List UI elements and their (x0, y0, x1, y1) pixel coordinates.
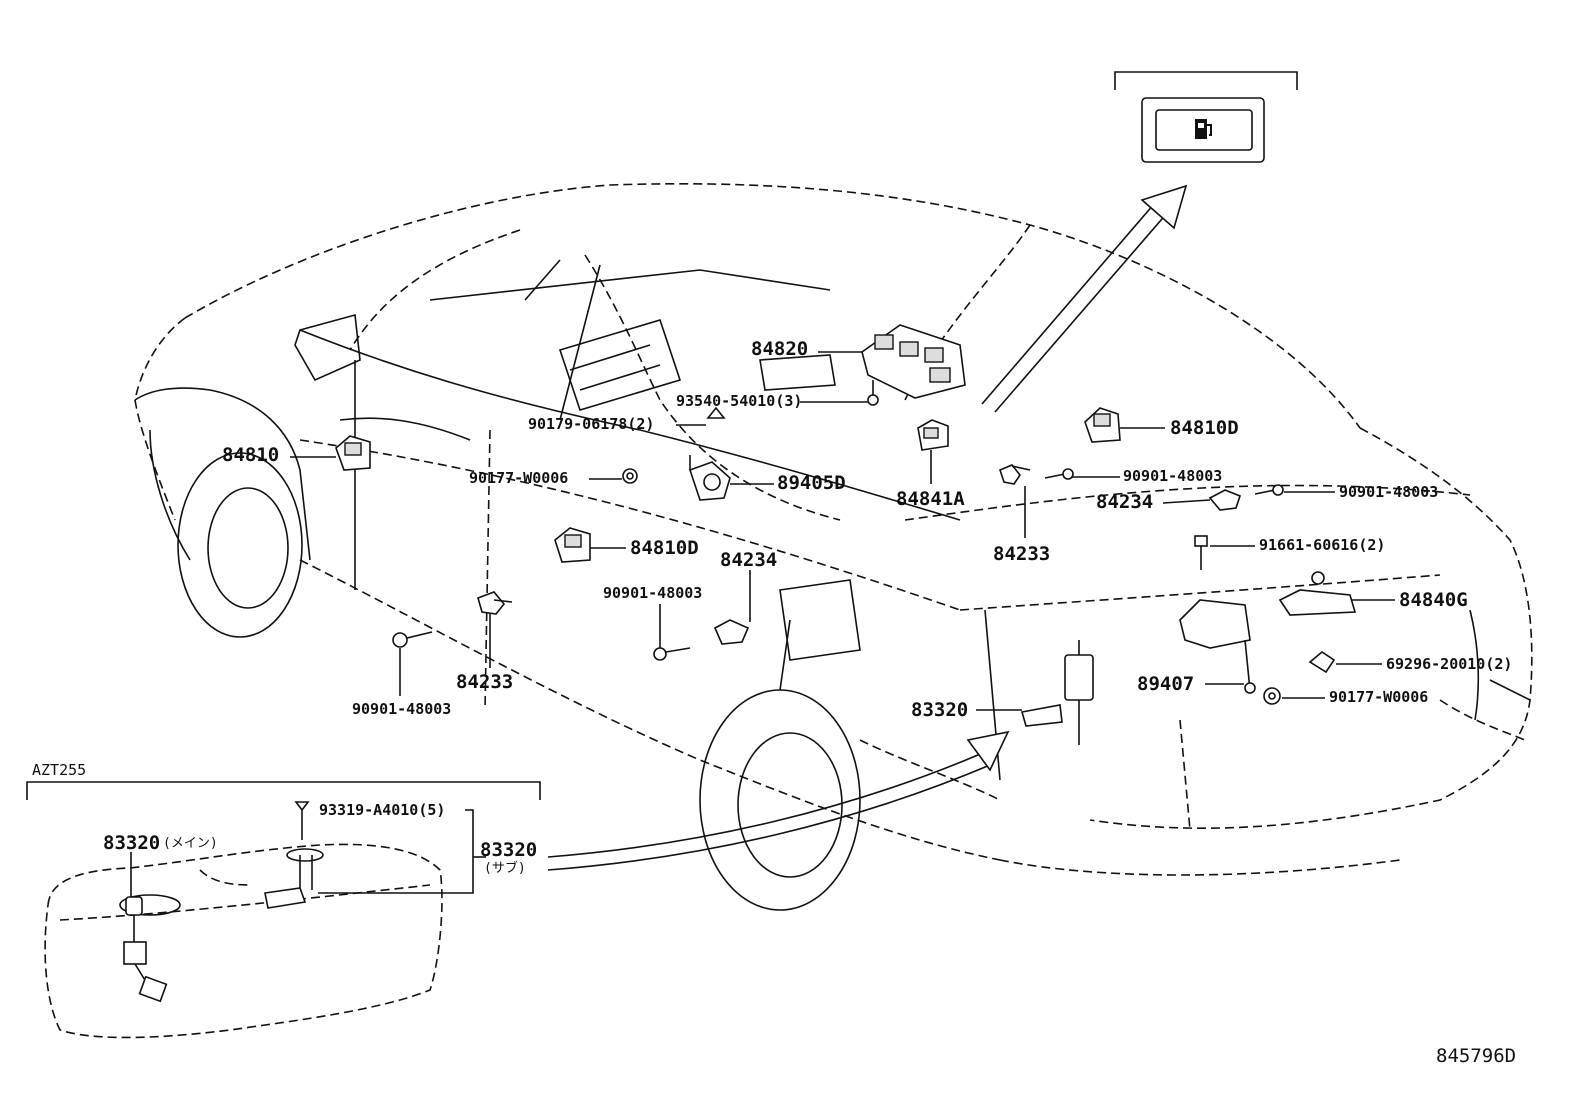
screw-90901-right-a (1044, 468, 1074, 480)
screw-90901-left-bottom (392, 631, 433, 648)
clip-90179 (706, 406, 726, 419)
door-switch-84234-right (1208, 489, 1241, 511)
nut-90177-left (622, 468, 638, 484)
fuel-sender-83320 (1020, 640, 1094, 745)
callout-84234-right[interactable]: 84234 (1096, 491, 1154, 513)
door-switch-84234-left (713, 619, 750, 645)
callout-93540-54010[interactable]: 93540-54010(3) (676, 392, 803, 410)
callout-84234-left[interactable]: 84234 (720, 549, 778, 571)
window-switch-84810 (335, 435, 371, 471)
callout-83320-main-note: (メイン) (163, 836, 218, 851)
callout-84810d-left[interactable]: 84810D (630, 537, 699, 559)
fuel-tank (44, 843, 443, 1039)
callout-90901-48003-left-bottom[interactable]: 90901-48003 (352, 700, 452, 718)
callout-83320-body[interactable]: 83320 (911, 699, 969, 721)
callout-90901-48003-mid[interactable]: 90901-48003 (1123, 467, 1223, 485)
fuel-pump-icon (1195, 119, 1212, 139)
variant-label: AZT255 (32, 761, 87, 779)
screw-90901-left-mid (653, 647, 691, 661)
callout-90901-48003-right[interactable]: 90901-48003 (1339, 483, 1439, 501)
arrow-to-inset (981, 184, 1188, 413)
inset-leader-lines (130, 809, 486, 897)
fuel-sender-sub (264, 848, 324, 909)
callout-89405d[interactable]: 89405D (777, 472, 846, 494)
window-switch-84810D-left (554, 527, 591, 563)
bolt-91661 (1194, 535, 1208, 570)
fuel-sender-main (123, 896, 168, 1003)
car-body (134, 183, 1533, 876)
callout-84233-right[interactable]: 84233 (993, 543, 1051, 565)
callout-83320-main[interactable]: 83320 (103, 832, 161, 854)
arrow-to-car (547, 730, 1010, 871)
screw-90901-right-b (1254, 484, 1284, 496)
nut-90177-right (1263, 687, 1281, 705)
callout-84841a[interactable]: 84841A (896, 488, 965, 510)
door-switch-84233-left (477, 591, 513, 615)
callout-69296-20010[interactable]: 69296-20010(2) (1386, 655, 1513, 673)
callout-84820[interactable]: 84820 (751, 338, 809, 360)
leader-lines (290, 351, 1395, 711)
callout-84840g[interactable]: 84840G (1399, 589, 1468, 611)
callout-93319-a4010[interactable]: 93319-A4010(5) (319, 801, 446, 819)
diagram-code: 845796D (1436, 1045, 1517, 1067)
callout-90901-48003-left-mid[interactable]: 90901-48003 (603, 584, 703, 602)
front-wheel (177, 452, 303, 638)
callout-83320-sub-note: (サブ) (484, 861, 526, 876)
callout-83320-sub[interactable]: 83320 (480, 839, 538, 861)
fuel-door-switch-inset (1114, 71, 1298, 163)
door-switch-84233-right (999, 464, 1031, 485)
switch-84840G (1278, 571, 1357, 616)
clip-69296 (1308, 651, 1336, 674)
callout-84810d-right[interactable]: 84810D (1170, 417, 1239, 439)
car-body-solid (134, 259, 1531, 781)
sensor-89407 (1179, 599, 1256, 694)
callout-90177-w0006-right[interactable]: 90177-W0006 (1329, 688, 1429, 706)
window-switch-84810D-right (1084, 407, 1121, 443)
sensor-89405D (688, 455, 731, 501)
callout-90179-06178[interactable]: 90179-06178(2) (528, 415, 655, 433)
rear-wheel (699, 689, 861, 911)
callout-91661-60616[interactable]: 91661-60616(2) (1259, 536, 1386, 554)
screw-93540 (867, 380, 879, 406)
callout-90177-w0006-left[interactable]: 90177-W0006 (469, 469, 569, 487)
switch-84841A (917, 419, 949, 451)
callout-89407[interactable]: 89407 (1137, 673, 1195, 695)
screw-93319 (294, 801, 310, 840)
callout-84810[interactable]: 84810 (222, 444, 280, 466)
azt255-inset (26, 781, 541, 800)
callout-84233-left[interactable]: 84233 (456, 671, 514, 693)
master-window-switch (861, 324, 966, 399)
